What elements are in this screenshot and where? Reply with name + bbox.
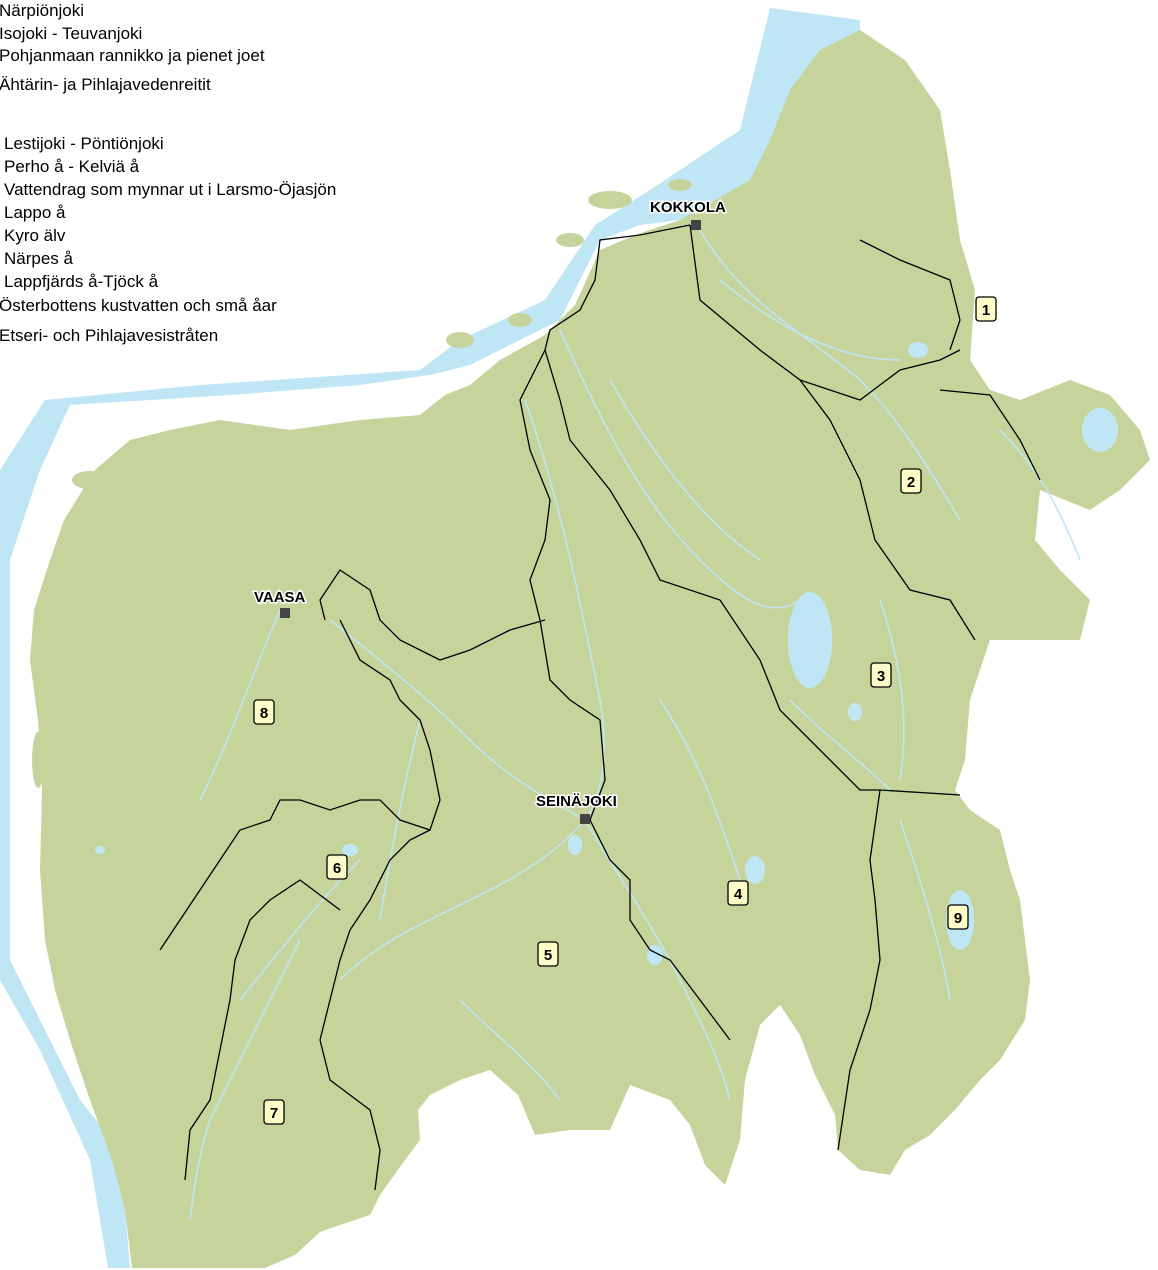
legend-fi-1: Närpiönjoki — [0, 1, 85, 20]
area-label-6[interactable]: 6 — [326, 854, 348, 880]
area-number: 1 — [982, 302, 990, 319]
legend-sv-7: Lappfjärds å-Tjöck å — [4, 272, 159, 291]
legend-sv-9: Etseri- och Pihlajavesistråten — [0, 326, 219, 345]
legend-fi-3: Pohjanmaan rannikko ja pienet joet — [0, 46, 265, 65]
rivers — [189, 229, 1081, 1221]
area-label-1[interactable]: 1 — [975, 296, 997, 322]
area-label-8[interactable]: 8 — [253, 699, 275, 725]
area-label-2[interactable]: 2 — [900, 468, 922, 494]
legend-sv-4: Lappo å — [4, 203, 66, 222]
area-number: 4 — [734, 886, 743, 903]
legend-sv-5: Kyro älv — [4, 226, 66, 245]
area-number: 7 — [270, 1105, 278, 1122]
area-number: 2 — [907, 474, 915, 491]
basin-boundaries — [159, 224, 1041, 1191]
area-label-9[interactable]: 9 — [947, 904, 969, 930]
area-number: 9 — [954, 910, 962, 927]
coastal-islands — [32, 179, 692, 914]
city-label-vaasa: VAASA — [254, 589, 306, 606]
area-number: 6 — [333, 860, 341, 877]
city-marker — [691, 220, 701, 230]
area-label-7[interactable]: 7 — [263, 1099, 285, 1125]
city-label-seinajoki: SEINÄJOKI — [536, 793, 617, 810]
area-label-5[interactable]: 5 — [537, 941, 559, 967]
legend-fi-4: Ähtärin- ja Pihlajavedenreitit — [0, 75, 211, 94]
legend-sv-2: Perho å - Kelviä å — [4, 157, 140, 176]
legend-sv-3: Vattendrag som mynnar ut i Larsmo-Öjasjö… — [4, 180, 337, 199]
city-marker — [580, 814, 590, 824]
area-number: 3 — [877, 668, 885, 685]
legend-sv-1: Lestijoki - Pöntiönjoki — [4, 134, 164, 153]
city-marker — [280, 608, 290, 618]
area-number: 5 — [544, 947, 552, 964]
city-vaasa[interactable]: VAASA — [253, 588, 307, 618]
legend-sv-8: Österbottens kustvatten och små åar — [0, 296, 277, 315]
city-seinajoki[interactable]: SEINÄJOKI — [535, 792, 618, 824]
area-label-4[interactable]: 4 — [727, 880, 749, 906]
area-number: 8 — [260, 705, 268, 722]
city-label-kokkola: KOKKOLA — [650, 199, 726, 216]
legend-sv-6: Närpes å — [4, 249, 73, 268]
city-kokkola[interactable]: KOKKOLA — [649, 198, 727, 230]
area-label-3[interactable]: 3 — [870, 662, 892, 688]
legend-fi-2: Isojoki - Teuvanjoki — [0, 24, 143, 43]
